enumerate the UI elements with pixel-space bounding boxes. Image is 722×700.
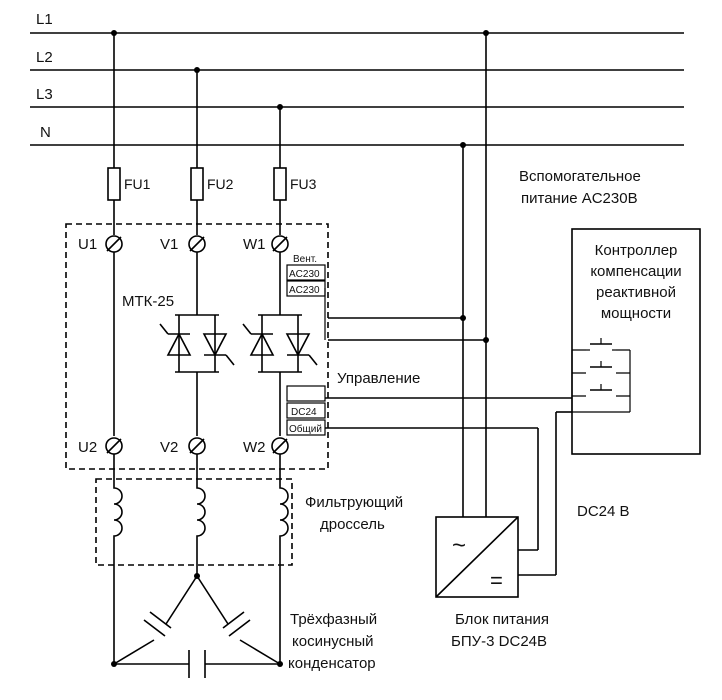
fuse-fu3-label: FU3 — [290, 176, 317, 192]
aux-power-label-1: Вспомогательное — [519, 168, 641, 185]
fan-terminal-block: Вент. AC230 AC230 — [286, 254, 326, 297]
control-terminal-block: DC24 Общий — [286, 385, 326, 436]
choke-coils — [113, 454, 289, 560]
choke-frame — [95, 478, 293, 566]
terminal-v2-label: V2 — [160, 439, 178, 456]
fuse-fu2-label: FU2 — [207, 176, 234, 192]
psu-label-2: БПУ-3 DC24В — [451, 633, 547, 650]
dc24-label: DC24 — [291, 407, 317, 418]
fuse-fu1-label: FU1 — [124, 176, 151, 192]
bus-n-label: N — [40, 124, 51, 141]
controller-box — [571, 228, 701, 455]
terminal-w2-label: W2 — [243, 439, 266, 456]
mtk-module-name: МТК-25 — [122, 293, 174, 310]
choke-label-2: дроссель — [320, 516, 385, 533]
controller-line-1: Контроллер — [595, 242, 678, 259]
capacitor-bank — [111, 560, 283, 678]
junction-dot — [483, 337, 489, 343]
cap-label-3: конденсатор — [288, 655, 376, 672]
relay-contacts — [571, 338, 631, 413]
cap-label-2: косинусный — [292, 633, 374, 650]
dc24-text: DC24 B — [577, 503, 630, 520]
fuse-fu2: FU2 — [190, 167, 234, 201]
common-label: Общий — [289, 423, 322, 435]
cap-label-1: Трёхфазный — [290, 611, 377, 628]
bus-l3-label: L3 — [36, 86, 53, 103]
terminal-u1 — [105, 235, 123, 253]
fuse-fu1: FU1 — [107, 167, 151, 201]
aux-power-label-2: питание AC230В — [521, 190, 638, 207]
mtk-module-frame — [65, 223, 329, 470]
bus-bars: L1 L2 L3 N — [30, 11, 684, 146]
fuse-fu3: FU3 — [273, 167, 317, 201]
terminal-w1 — [271, 235, 289, 253]
controller-line-4: мощности — [601, 305, 671, 322]
controller-line-2: компенсации — [590, 263, 681, 280]
choke-label-1: Фильтрующий — [305, 494, 403, 511]
thyristor-pair-v — [159, 314, 235, 373]
power-supply-unit: ~ = — [435, 516, 519, 598]
psu-dc-symbol: = — [490, 568, 503, 593]
control-label: Управление — [337, 370, 420, 387]
terminal-u1-label: U1 — [78, 236, 97, 253]
terminal-u2 — [105, 437, 123, 455]
psu-label-1: Блок питания — [455, 611, 549, 628]
thyristor-pair-w — [242, 314, 318, 373]
ac230-label-2: AC230 — [289, 285, 320, 296]
controller-line-3: реактивной — [596, 284, 676, 301]
junction-dot — [460, 315, 466, 321]
terminal-w1-label: W1 — [243, 236, 266, 253]
bus-l1-label: L1 — [36, 11, 53, 28]
terminal-u2-label: U2 — [78, 439, 97, 456]
ac230-label-1: AC230 — [289, 269, 320, 280]
fan-label: Вент. — [293, 254, 317, 265]
bus-l2-label: L2 — [36, 49, 53, 66]
terminal-v1 — [188, 235, 206, 253]
terminal-w2 — [271, 437, 289, 455]
terminal-v1-label: V1 — [160, 236, 178, 253]
terminal-v2 — [188, 437, 206, 455]
psu-ac-symbol: ~ — [452, 532, 466, 559]
